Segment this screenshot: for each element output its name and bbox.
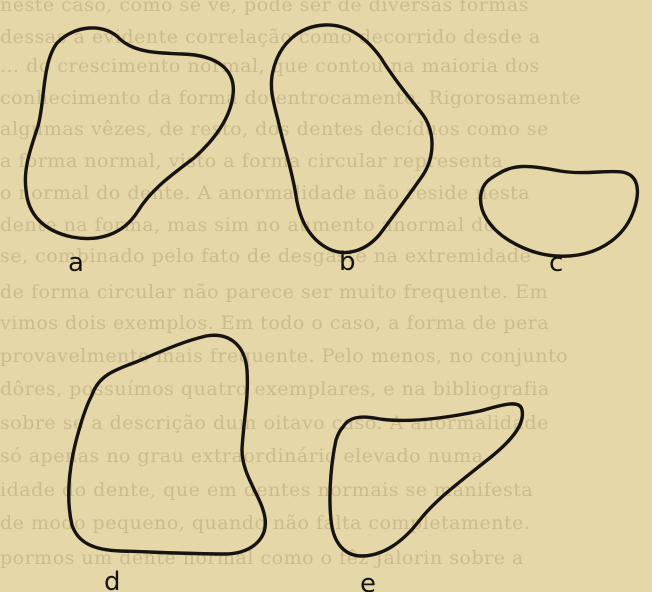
label-d: d bbox=[104, 567, 121, 592]
label-a: a bbox=[68, 248, 84, 278]
label-e: e bbox=[360, 569, 376, 592]
outline-c bbox=[481, 166, 638, 256]
outline-b bbox=[271, 25, 432, 253]
outline-d bbox=[69, 335, 266, 554]
label-b: b bbox=[339, 247, 356, 277]
outline-a bbox=[25, 28, 233, 239]
label-c: c bbox=[549, 248, 563, 278]
outline-e bbox=[330, 404, 522, 556]
